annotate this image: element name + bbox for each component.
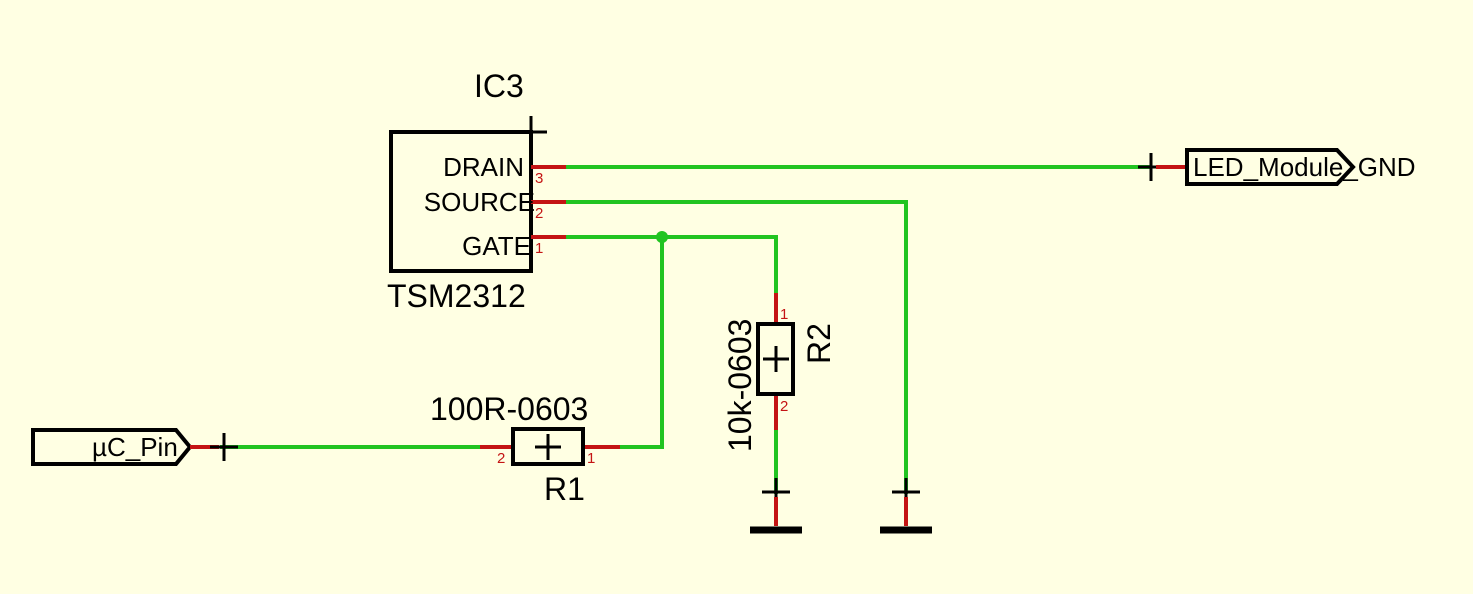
net-source-wire[interactable] <box>564 200 908 494</box>
r2-designator: R2 <box>801 323 837 364</box>
r2-pin-number-1: 1 <box>780 306 788 323</box>
r1-pin-number-1: 1 <box>587 450 595 467</box>
ic3-pin-number-drain: 3 <box>535 170 543 187</box>
r2-component[interactable]: 1 2 10k-0603 R2 <box>722 293 837 452</box>
r1-pin-number-2: 2 <box>497 450 505 467</box>
ic3-pin-number-gate: 1 <box>535 240 543 257</box>
ic3-pin-name-gate: GATE <box>462 231 531 261</box>
port-led-label: LED_Module_GND <box>1193 152 1416 182</box>
ic3-component[interactable]: DRAIN SOURCE GATE 3 2 1 IC3 TSM2312 <box>387 68 566 314</box>
port-uc-label: µC_Pin <box>92 432 178 462</box>
port-uc-shape <box>31 428 193 466</box>
junction-dot <box>656 231 668 243</box>
ic3-designator: IC3 <box>474 68 524 104</box>
port-led-module-gnd[interactable]: LED_Module_GND <box>1138 148 1416 186</box>
r2-value: 10k-0603 <box>722 319 758 452</box>
r2-body <box>756 322 795 396</box>
ground-symbol-source[interactable] <box>880 478 932 534</box>
r1-component[interactable]: 2 1 100R-0603 R1 <box>430 391 620 507</box>
ic3-pin-name-source: SOURCE <box>424 187 535 217</box>
r1-designator: R1 <box>544 471 585 507</box>
wires <box>220 165 1152 494</box>
net-gate-wire[interactable] <box>564 235 778 295</box>
r1-value: 100R-0603 <box>430 391 588 427</box>
net-gate-r1-wire[interactable] <box>618 235 664 449</box>
r1-body <box>511 427 585 466</box>
port-led-shape <box>1185 148 1356 186</box>
ic3-pin-number-source: 2 <box>535 205 543 222</box>
port-uc-pin[interactable]: µC_Pin <box>31 428 238 466</box>
ic3-pin-name-drain: DRAIN <box>443 152 524 182</box>
ground-symbol-r2[interactable] <box>750 478 802 534</box>
r2-pin-number-2: 2 <box>780 398 788 415</box>
ic3-part-name: TSM2312 <box>387 278 526 314</box>
